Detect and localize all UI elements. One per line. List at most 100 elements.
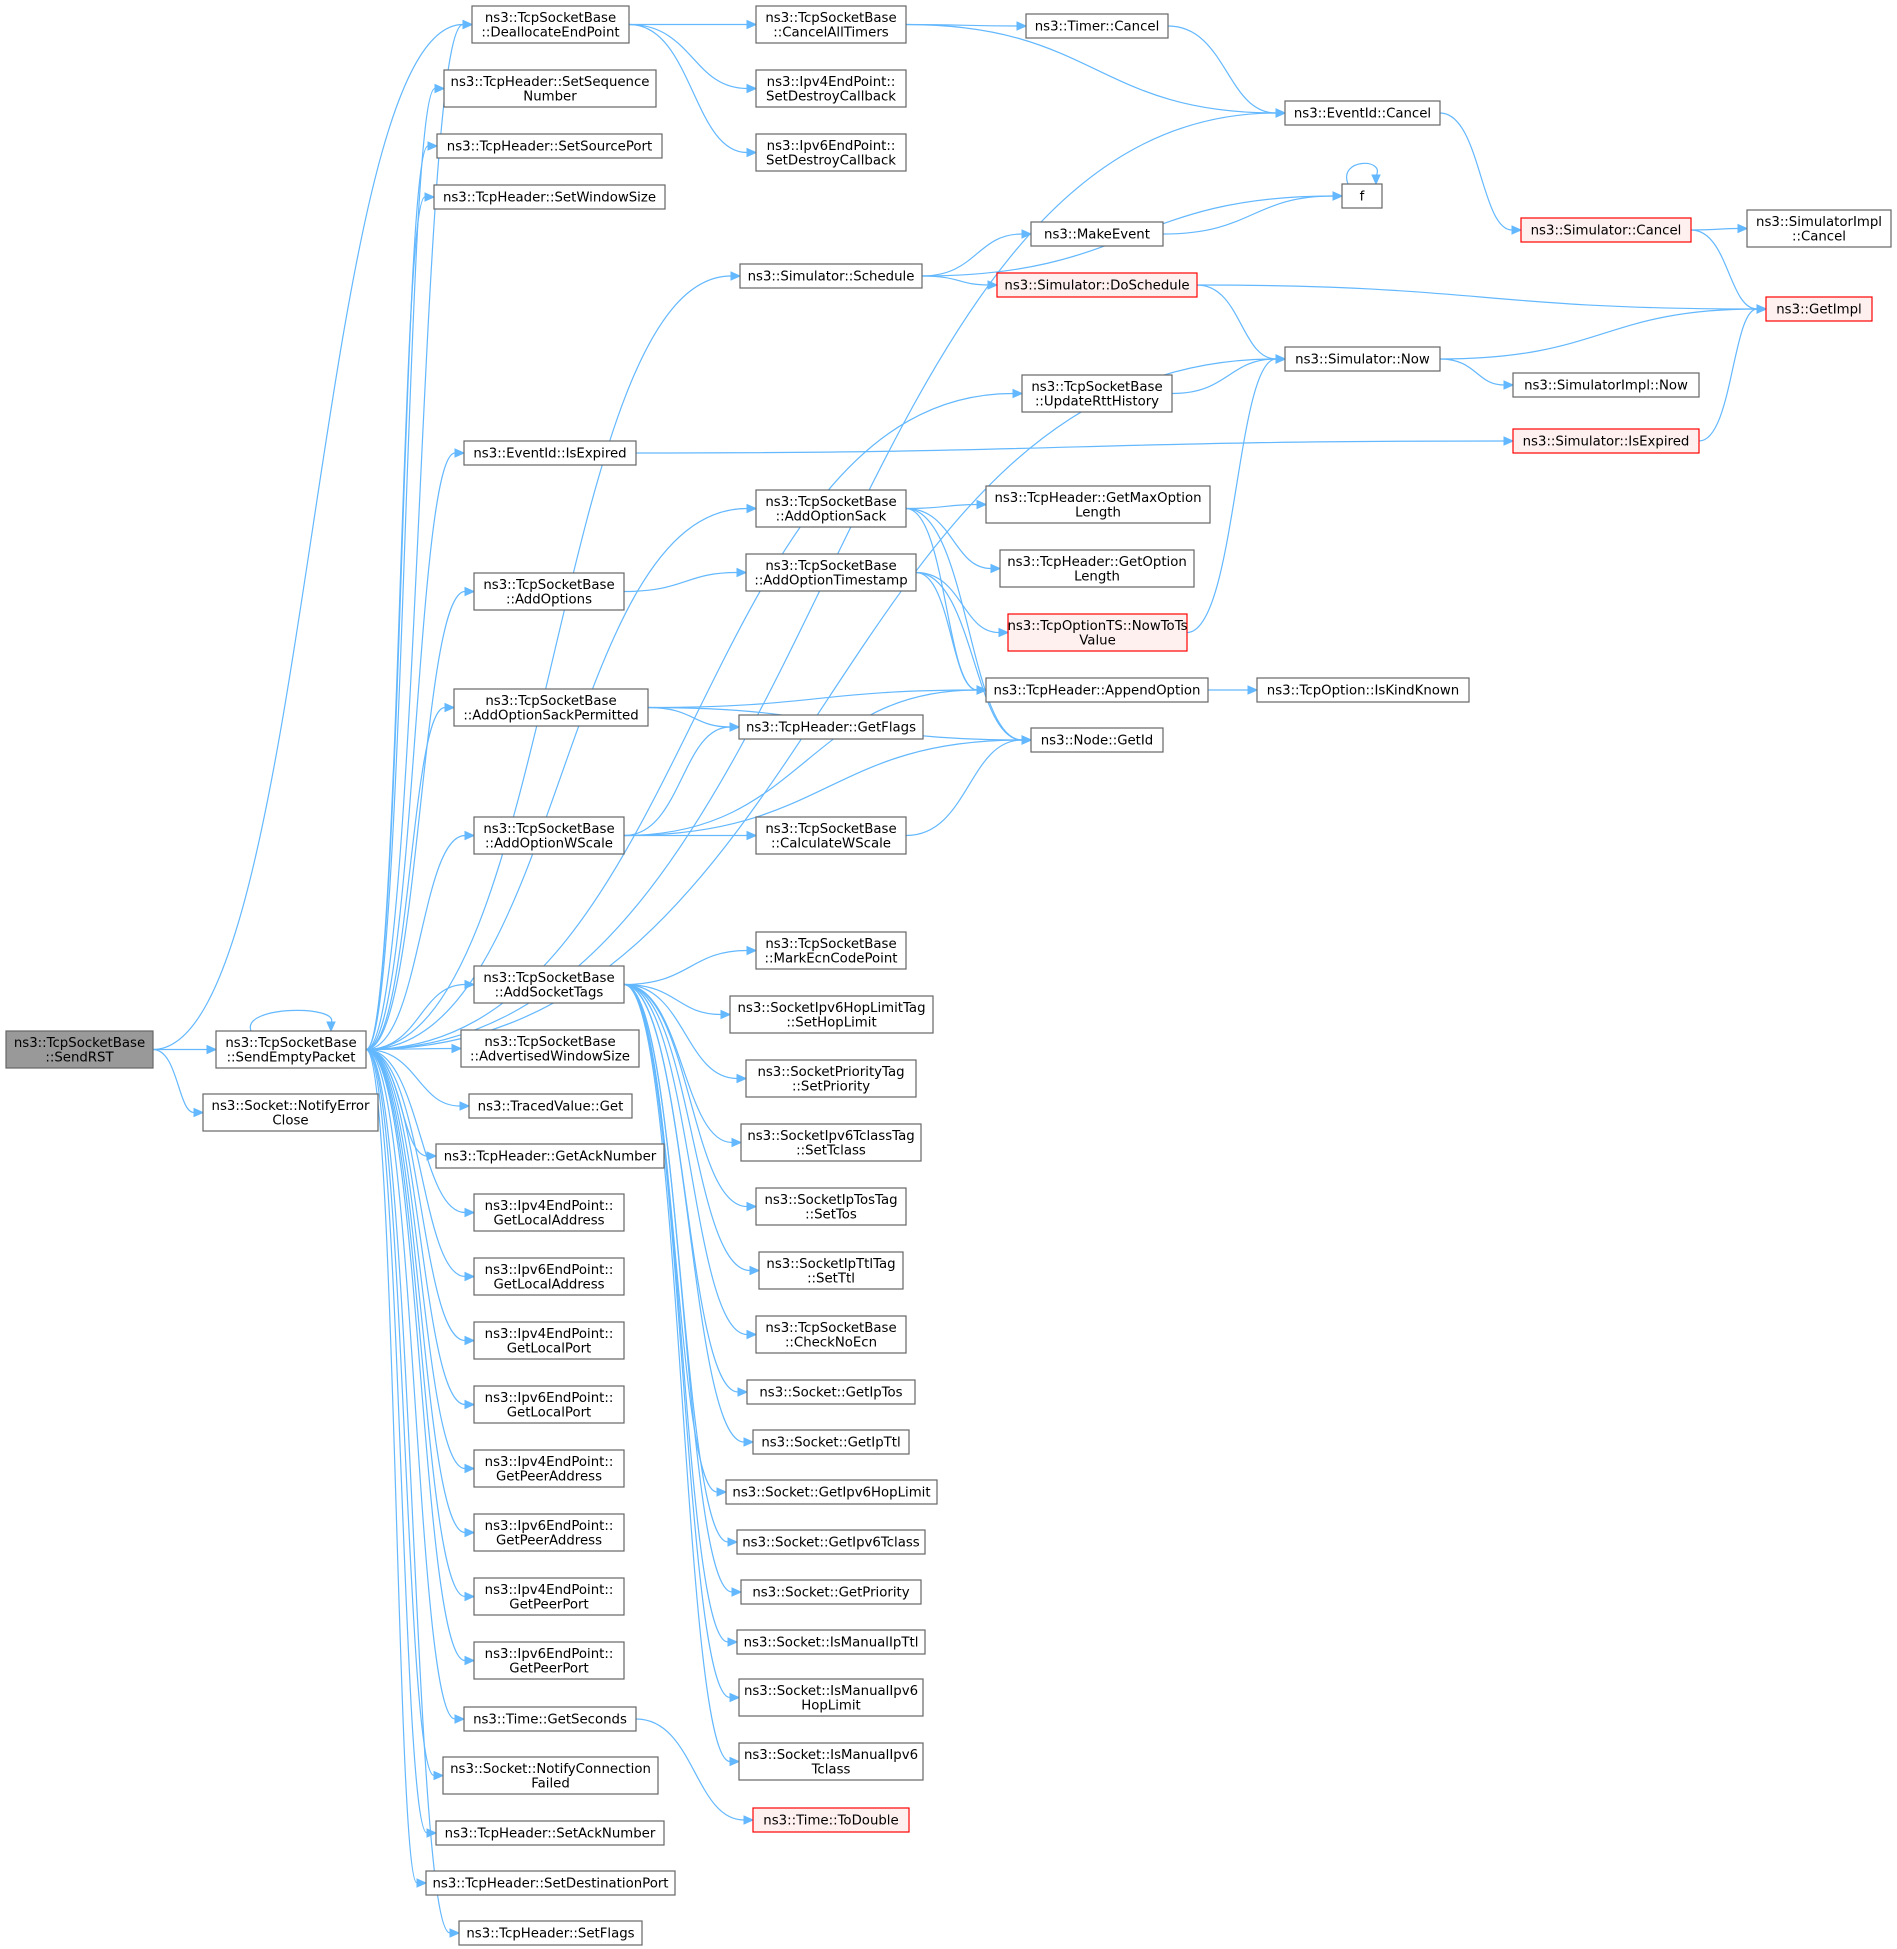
node-sendrst[interactable]: ns3::TcpSocketBase::SendRST (5, 1030, 154, 1069)
node-implnow[interactable]: ns3::SimulatorImpl::Now (1512, 372, 1700, 398)
node-settos[interactable]: ns3::SocketIpTosTag::SetTos (755, 1187, 907, 1226)
node-addwscale[interactable]: ns3::TcpSocketBase::AddOptionWScale (473, 816, 625, 855)
node-box (473, 1321, 625, 1360)
node-implcancel[interactable]: ns3::SimulatorImpl::Cancel (1746, 209, 1892, 248)
edge-sendrst-to-dealloc (152, 19, 474, 1051)
node-label-line: GetPeerPort (509, 1661, 588, 1676)
node-appendopt[interactable]: ns3::TcpHeader::AppendOption (985, 677, 1209, 703)
node-getipv6hop[interactable]: ns3::Socket::GetIpv6HopLimit (725, 1479, 938, 1505)
node-getipttl[interactable]: ns3::Socket::GetIpTtl (752, 1429, 910, 1455)
node-box (758, 1251, 904, 1290)
node-doschedule[interactable]: ns3::Simulator::DoSchedule (996, 272, 1198, 298)
node-advwin[interactable]: ns3::TcpSocketBase::AdvertisedWindowSize (460, 1029, 640, 1068)
edge-sendempty-to-setacknum (365, 1048, 438, 1838)
node-iskindknown[interactable]: ns3::TcpOption::IsKindKnown (1256, 677, 1470, 703)
node-box (740, 1123, 922, 1162)
node-calcwscale[interactable]: ns3::TcpSocketBase::CalculateWScale (755, 816, 907, 855)
node-f[interactable]: f (1341, 183, 1383, 209)
node-simcancel[interactable]: ns3::Simulator::Cancel (1520, 217, 1692, 243)
node-box (729, 995, 934, 1034)
node-label-line: GetPeerPort (509, 1597, 588, 1612)
node-setwinsize[interactable]: ns3::TcpHeader::SetWindowSize (433, 184, 666, 210)
node-box (1512, 372, 1700, 398)
node-sendempty[interactable]: ns3::TcpSocketBase::SendEmptyPacket (215, 1030, 367, 1069)
node-setttl[interactable]: ns3::SocketIpTtlTag::SetTtl (758, 1251, 904, 1290)
node-timercancel[interactable]: ns3::Timer::Cancel (1025, 13, 1169, 39)
node-setflags[interactable]: ns3::TcpHeader::SetFlags (458, 1920, 643, 1946)
node-settclass[interactable]: ns3::SocketIpv6TclassTag::SetTclass (740, 1123, 922, 1162)
node-dealloc[interactable]: ns3::TcpSocketBase::DeallocateEndPoint (471, 5, 630, 44)
node-getipv6tclass[interactable]: ns3::Socket::GetIpv6Tclass (736, 1529, 926, 1555)
node-markecn[interactable]: ns3::TcpSocketBase::MarkEcnCodePoint (755, 931, 907, 970)
node-box (471, 5, 630, 44)
node-label-line: GetPeerAddress (496, 1469, 602, 1484)
node-setpriority[interactable]: ns3::SocketPriorityTag::SetPriority (745, 1059, 917, 1098)
node-simisexpired[interactable]: ns3::Simulator::IsExpired (1512, 428, 1700, 454)
node-box (755, 1187, 907, 1226)
node-label-line: ns3::Time::ToDouble (763, 1814, 898, 1829)
node-ipv6localaddr[interactable]: ns3::Ipv6EndPoint::GetLocalAddress (473, 1257, 625, 1296)
node-ipv4peerport[interactable]: ns3::Ipv4EndPoint::GetPeerPort (473, 1577, 625, 1616)
node-addoptsack[interactable]: ns3::TcpSocketBase::AddOptionSack (755, 489, 907, 528)
node-getimpl[interactable]: ns3::GetImpl (1765, 296, 1873, 322)
edge-sendempty-to-sendempty (249, 1009, 336, 1033)
node-label-line: ::AddOptionWScale (485, 836, 613, 851)
node-ismanualipttl[interactable]: ns3::Socket::IsManualIpTtl (736, 1629, 926, 1655)
edge-addoptsack-to-getoptlen (905, 507, 1002, 574)
node-sethoplimit[interactable]: ns3::SocketIpv6HopLimitTag::SetHopLimit (729, 995, 934, 1034)
edge-sendempty-to-tracedget (365, 1048, 471, 1111)
node-simnow[interactable]: ns3::Simulator::Now (1284, 346, 1441, 372)
node-label-line: GetLocalAddress (493, 1277, 604, 1292)
node-ipv6localport[interactable]: ns3::Ipv6EndPoint::GetLocalPort (473, 1385, 625, 1424)
node-updatertt[interactable]: ns3::TcpSocketBase::UpdateRttHistory (1021, 374, 1173, 413)
node-schedule[interactable]: ns3::Simulator::Schedule (739, 263, 923, 289)
node-eventcancel[interactable]: ns3::EventId::Cancel (1284, 100, 1441, 126)
node-checknoecn[interactable]: ns3::TcpSocketBase::CheckNoEcn (755, 1315, 907, 1354)
node-ipv6peerport[interactable]: ns3::Ipv6EndPoint::GetPeerPort (473, 1641, 625, 1680)
node-box (725, 1479, 938, 1505)
node-ipv6peeraddr[interactable]: ns3::Ipv6EndPoint::GetPeerAddress (473, 1513, 625, 1552)
node-ipv6destroycb[interactable]: ns3::Ipv6EndPoint::SetDestroyCallback (755, 133, 907, 172)
node-label-line: GetLocalAddress (493, 1213, 604, 1228)
node-label-line: ns3::TcpSocketBase (765, 11, 896, 26)
node-getacknum[interactable]: ns3::TcpHeader::GetAckNumber (435, 1143, 665, 1169)
node-addoptions[interactable]: ns3::TcpSocketBase::AddOptions (473, 572, 625, 611)
node-ipv4localaddr[interactable]: ns3::Ipv4EndPoint::GetLocalAddress (473, 1193, 625, 1232)
node-label-line: ns3::Socket::GetIpTos (759, 1386, 902, 1401)
node-getiptos[interactable]: ns3::Socket::GetIpTos (746, 1379, 916, 1405)
node-getpriority[interactable]: ns3::Socket::GetPriority (740, 1579, 922, 1605)
node-addoptts[interactable]: ns3::TcpSocketBase::AddOptionTimestamp (745, 553, 917, 592)
node-setdstport[interactable]: ns3::TcpHeader::SetDestinationPort (425, 1870, 676, 1896)
node-box (473, 1641, 625, 1680)
node-getflags[interactable]: ns3::TcpHeader::GetFlags (738, 714, 924, 740)
node-setacknum[interactable]: ns3::TcpHeader::SetAckNumber (435, 1820, 665, 1846)
node-addsockettags[interactable]: ns3::TcpSocketBase::AddSocketTags (473, 965, 625, 1004)
node-isexpired[interactable]: ns3::EventId::IsExpired (463, 440, 637, 466)
node-ipv4destroycb[interactable]: ns3::Ipv4EndPoint::SetDestroyCallback (755, 69, 907, 108)
node-box (1284, 100, 1441, 126)
node-cancelalltimers[interactable]: ns3::TcpSocketBase::CancelAllTimers (755, 5, 907, 44)
node-makeevent[interactable]: ns3::MakeEvent (1030, 221, 1164, 247)
node-ipv4localport[interactable]: ns3::Ipv4EndPoint::GetLocalPort (473, 1321, 625, 1360)
node-getid[interactable]: ns3::Node::GetId (1030, 727, 1164, 753)
node-setsrcport[interactable]: ns3::TcpHeader::SetSourcePort (436, 133, 663, 159)
node-tracedget[interactable]: ns3::TracedValue::Get (468, 1093, 633, 1119)
node-box (473, 1257, 625, 1296)
node-addsackperm[interactable]: ns3::TcpSocketBase::AddOptionSackPermitt… (453, 688, 649, 727)
node-ipv4peeraddr[interactable]: ns3::Ipv4EndPoint::GetPeerAddress (473, 1449, 625, 1488)
node-box (435, 1820, 665, 1846)
edge-appendopt-to-iskindknown (1207, 685, 1259, 695)
node-box (736, 1629, 926, 1655)
node-getseconds[interactable]: ns3::Time::GetSeconds (463, 1706, 637, 1732)
node-label-line: ::SendEmptyPacket (227, 1050, 356, 1065)
node-todouble[interactable]: ns3::Time::ToDouble (752, 1807, 910, 1833)
node-label-line: ns3::Socket::GetPriority (752, 1586, 909, 1601)
